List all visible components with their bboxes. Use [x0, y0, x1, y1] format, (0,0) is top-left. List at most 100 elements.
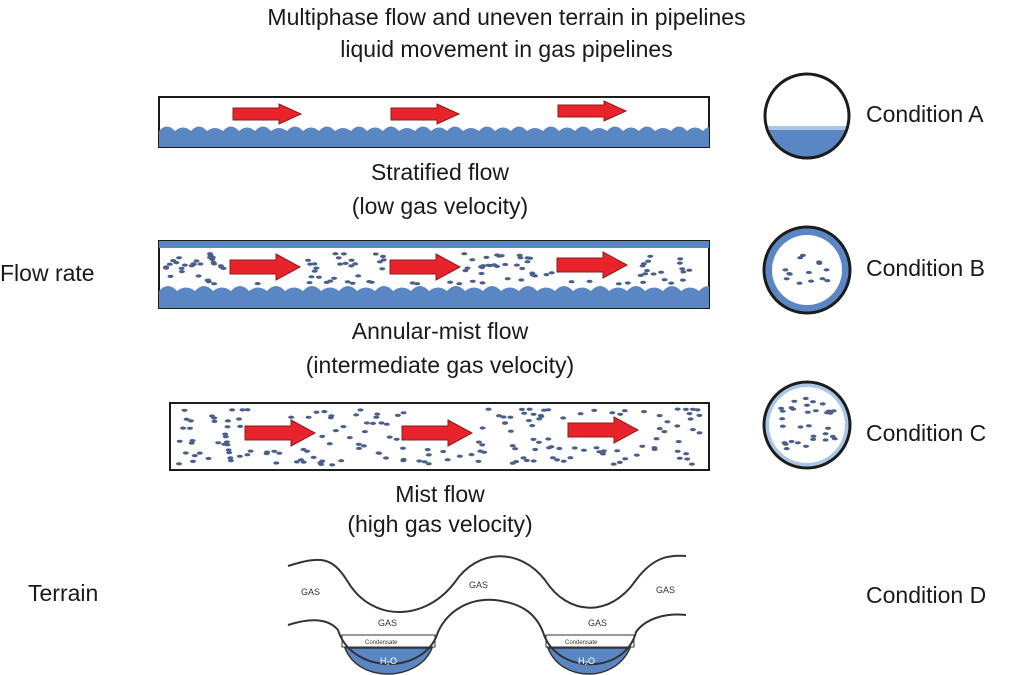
droplet [639, 444, 646, 448]
droplet [361, 430, 368, 434]
droplet [530, 412, 537, 416]
droplet [622, 457, 629, 461]
droplet [822, 438, 829, 442]
droplet [477, 449, 484, 453]
droplet [516, 253, 523, 257]
stratified-pipe [158, 96, 710, 148]
droplet [346, 436, 353, 440]
droplet [475, 459, 482, 463]
droplet [360, 444, 367, 448]
droplet [530, 459, 537, 463]
droplet [176, 256, 183, 260]
droplet [195, 274, 202, 278]
droplet [593, 446, 600, 450]
droplet [378, 421, 385, 425]
droplet [518, 278, 525, 282]
droplet [329, 463, 336, 467]
droplet [805, 424, 812, 428]
droplet [823, 268, 830, 272]
droplet [187, 426, 193, 430]
droplet [827, 411, 834, 415]
droplet [661, 430, 668, 434]
droplet [222, 432, 229, 436]
annular-top-film [159, 241, 709, 248]
droplet [163, 265, 169, 269]
droplet [830, 409, 837, 413]
droplet [229, 408, 236, 412]
droplet [689, 407, 696, 411]
droplet [825, 426, 832, 430]
flow-arrow [556, 251, 629, 279]
droplet [797, 425, 804, 429]
droplet [468, 453, 475, 457]
droplet [512, 447, 519, 451]
droplet [183, 417, 190, 421]
droplet [519, 266, 526, 271]
droplet [372, 252, 379, 256]
droplet [696, 431, 703, 435]
droplet [383, 422, 390, 426]
droplet [447, 280, 454, 284]
droplet [414, 282, 421, 286]
droplet [400, 459, 407, 463]
droplet [247, 449, 254, 453]
droplet [658, 270, 665, 274]
droplet [193, 259, 200, 263]
droplet [485, 407, 492, 411]
droplet [237, 424, 244, 428]
droplet [316, 275, 322, 279]
flow-arrow [567, 416, 640, 444]
droplet [293, 460, 300, 464]
droplet [782, 442, 789, 446]
annular-mist-flow-label: Annular-mist flow [351, 318, 529, 344]
flow-arrow [389, 253, 462, 281]
droplet [816, 260, 823, 264]
stratified-flow-label: Stratified flow [370, 159, 510, 185]
droplet [475, 440, 482, 444]
droplet [327, 416, 334, 420]
droplet [650, 272, 657, 276]
droplet [679, 278, 686, 282]
droplet [677, 257, 684, 261]
droplet [664, 420, 671, 424]
droplet [211, 419, 218, 423]
droplet [181, 408, 188, 412]
droplet [226, 451, 233, 455]
droplet [483, 255, 490, 259]
droplet [513, 460, 520, 464]
droplet [624, 281, 631, 285]
droplet [805, 270, 812, 275]
condition-c-label: Condition C [866, 420, 987, 446]
droplet [543, 273, 550, 277]
droplet [485, 263, 492, 267]
terrain-water-label: H₂O [578, 656, 595, 666]
droplet [782, 268, 789, 272]
droplet [393, 437, 400, 441]
droplet [694, 408, 701, 412]
droplet [500, 415, 507, 419]
droplet [421, 460, 428, 464]
droplet [819, 277, 826, 281]
droplet [227, 456, 234, 460]
terrain-water-pool-left [343, 647, 434, 675]
droplet [222, 435, 229, 439]
droplet [525, 419, 532, 423]
mist-droplets [176, 407, 703, 467]
droplet [394, 413, 401, 417]
droplet [788, 439, 795, 444]
droplet [642, 272, 649, 276]
droplet [688, 462, 695, 466]
droplet [797, 256, 804, 260]
droplet [273, 461, 280, 465]
droplet [323, 280, 330, 284]
droplet [504, 277, 511, 281]
droplet [803, 444, 809, 448]
cross-section-b [762, 225, 852, 315]
droplet [356, 446, 362, 450]
condition-a-label: Condition A [866, 101, 984, 127]
droplet [211, 262, 218, 266]
droplet [810, 437, 817, 441]
droplet [400, 411, 407, 415]
droplet [788, 406, 795, 410]
droplet [591, 408, 598, 412]
